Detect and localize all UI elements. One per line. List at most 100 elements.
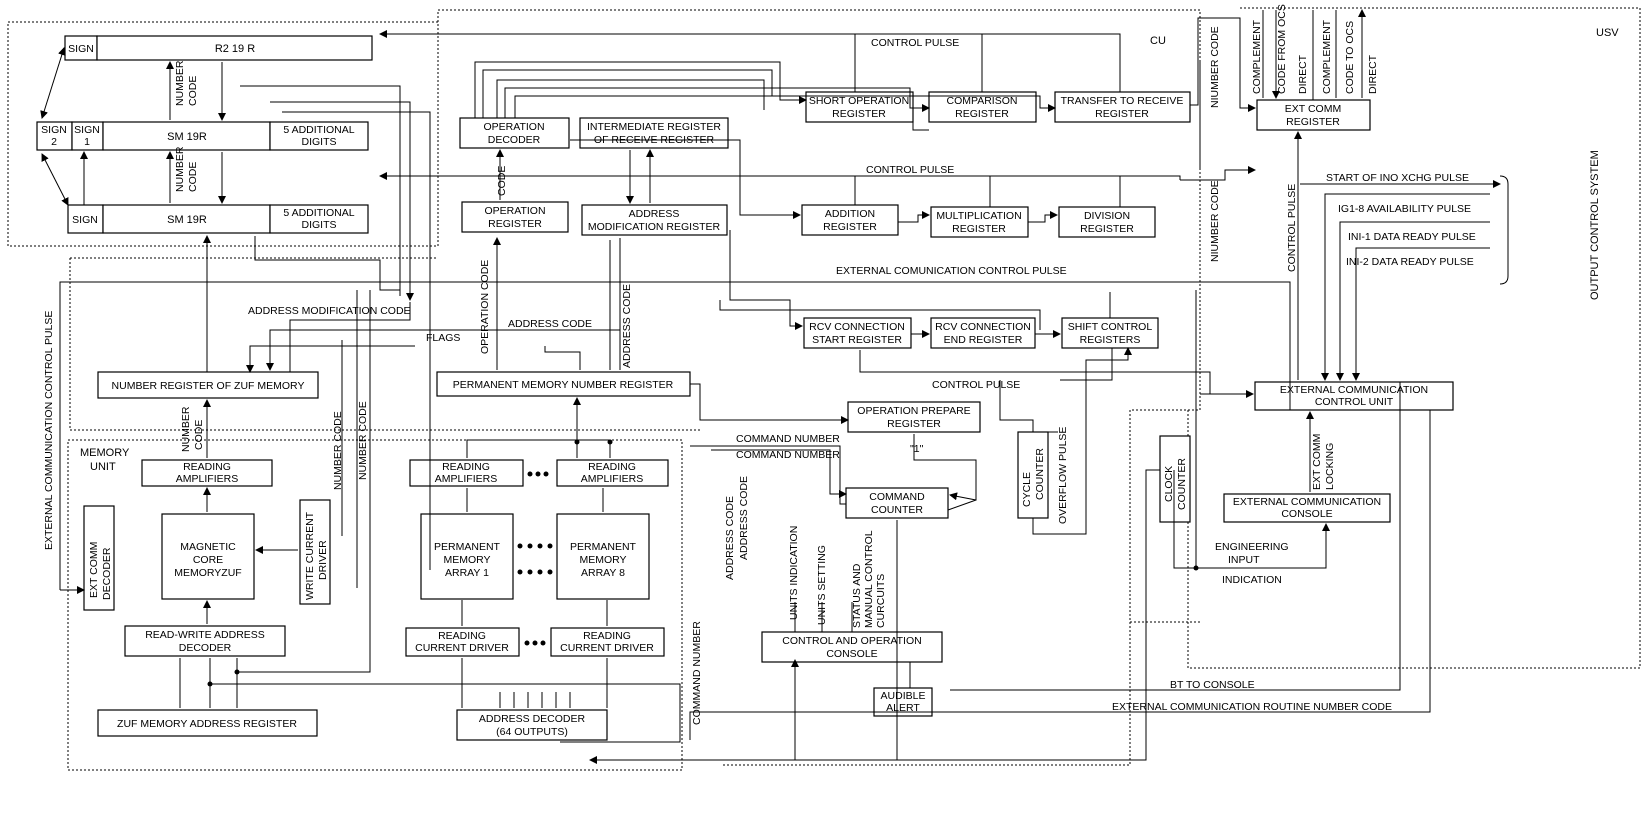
sm1-extra-b: DIGITS bbox=[301, 136, 336, 148]
svg-text:AMPLIFIERS: AMPLIFIERS bbox=[581, 473, 643, 485]
svg-text:REGISTER: REGISTER bbox=[955, 108, 1009, 120]
magnetic-core-memory: MAGNETIC CORE MEMORYZUF bbox=[161, 513, 255, 600]
cu-lower-region bbox=[69, 257, 700, 431]
au-number-code-2b: CODE bbox=[187, 162, 199, 192]
signal-direct-out: DIRECT bbox=[1367, 54, 1379, 94]
sm2-extra-b: DIGITS bbox=[301, 219, 336, 231]
svg-text:ALERT: ALERT bbox=[886, 702, 920, 714]
read-write-address-decoder: READ-WRITE ADDRESS DECODER bbox=[124, 625, 286, 657]
au-register-sm1: SIGN 2 SIGN 1 SM 19R 5 ADDITIONAL DIGITS bbox=[36, 121, 369, 151]
signal-operation-code-v: OPERATION CODE bbox=[479, 260, 491, 354]
signal-control-pulse-low: CONTROL PULSE bbox=[932, 379, 1020, 391]
svg-text:PERMANENT MEMORY NUMBER REGIST: PERMANENT MEMORY NUMBER REGISTER bbox=[453, 379, 674, 391]
signal-command-number-v: COMMAND NUMBER bbox=[691, 621, 703, 725]
svg-text:REGISTER: REGISTER bbox=[488, 218, 542, 230]
signal-flags: FLAGS bbox=[426, 332, 460, 344]
sm1-sign1-a: SIGN bbox=[74, 124, 100, 136]
svg-text:CONSOLE: CONSOLE bbox=[826, 648, 877, 660]
svg-text:REGISTERS: REGISTERS bbox=[1080, 334, 1141, 346]
svg-text:READING: READING bbox=[583, 630, 631, 642]
signal-units-indication: UNITS INDICATION bbox=[788, 526, 800, 620]
svg-text:SHIFT CONTROL: SHIFT CONTROL bbox=[1068, 321, 1153, 333]
au-number-code-1a: NUMBER bbox=[174, 60, 186, 106]
signal-address-code-h: ADDRESS CODE bbox=[508, 318, 592, 330]
svg-text:MEMORY: MEMORY bbox=[579, 554, 626, 566]
intermediate-register: INTERMEDIATE REGISTER OF RECEIVE REGISTE… bbox=[579, 117, 729, 149]
svg-text:REGISTER: REGISTER bbox=[832, 108, 886, 120]
region-label-output-control-system: OUTPUT CONTROL SYSTEM bbox=[1589, 150, 1601, 300]
au-register-sm2: SIGN SM 19R 5 ADDITIONAL DIGITS bbox=[67, 204, 369, 234]
svg-text:SHORT OPERATION: SHORT OPERATION bbox=[809, 95, 909, 107]
svg-text:READ-WRITE ADDRESS: READ-WRITE ADDRESS bbox=[145, 629, 265, 641]
signal-command-number-2: COMMAND NUMBER bbox=[736, 449, 840, 461]
signal-address-modification-code: ADDRESS MODIFICATION CODE bbox=[248, 305, 411, 317]
signal-ini1-ready: INI-1 DATA READY PULSE bbox=[1348, 231, 1476, 243]
svg-text:ARRAY 1: ARRAY 1 bbox=[445, 567, 489, 579]
signal-ext-comm-locking-a: EXT COMM bbox=[1311, 434, 1323, 490]
signal-code-from-ocs: CODE FROM OCS bbox=[1276, 4, 1288, 94]
signal-status-b: MANUAL CONTROL bbox=[863, 530, 875, 628]
svg-text:REGISTER: REGISTER bbox=[887, 418, 941, 430]
svg-text:CONSOLE: CONSOLE bbox=[1281, 508, 1332, 520]
svg-text:END REGISTER: END REGISTER bbox=[944, 334, 1023, 346]
sm1-sign2-b: 2 bbox=[51, 136, 57, 148]
address-modification-register: ADDRESS MODIFICATION REGISTER bbox=[581, 204, 728, 236]
au-number-code-1b: CODE bbox=[187, 76, 199, 106]
svg-text:PERMANENT: PERMANENT bbox=[434, 541, 501, 553]
svg-text:DECODER: DECODER bbox=[101, 547, 113, 600]
short-operation-register: SHORT OPERATION REGISTER bbox=[805, 91, 914, 123]
audible-alert: AUDIBLE ALERT bbox=[873, 687, 933, 717]
svg-text:DIVISION: DIVISION bbox=[1084, 210, 1130, 222]
svg-text:OPERATION: OPERATION bbox=[483, 121, 544, 133]
reading-amplifiers-zuf: READING AMPLIFIERS bbox=[141, 459, 273, 487]
svg-text:RCV CONNECTION: RCV CONNECTION bbox=[935, 321, 1031, 333]
rcv-connection-start-register: RCV CONNECTION START REGISTER bbox=[803, 317, 912, 349]
sm1-sign2-a: SIGN bbox=[41, 124, 67, 136]
svg-text:MULTIPLICATION: MULTIPLICATION bbox=[936, 210, 1021, 222]
svg-text:OPERATION: OPERATION bbox=[484, 205, 545, 217]
reading-current-driver-8: READING CURRENT DRIVER bbox=[550, 627, 665, 657]
signal-niumber-code-2: NIUMBER CODE bbox=[1209, 180, 1221, 262]
operation-register: OPERATION REGISTER bbox=[461, 201, 569, 233]
svg-text:CONTROL AND OPERATION: CONTROL AND OPERATION bbox=[782, 635, 921, 647]
comparison-register: COMPARISON REGISTER bbox=[928, 91, 1037, 123]
signal-ext-comm-routine-number-code: EXTERNAL COMMUNICATION ROUTINE NUMBER CO… bbox=[1112, 701, 1392, 713]
svg-text:DRIVER: DRIVER bbox=[317, 540, 329, 580]
svg-text:START REGISTER: START REGISTER bbox=[812, 334, 902, 346]
signal-number-code-v1: NUMBER CODE bbox=[332, 411, 344, 490]
svg-text:MEMORY: MEMORY bbox=[443, 554, 490, 566]
svg-text:COUNTER: COUNTER bbox=[1176, 458, 1188, 510]
svg-text:COUNTER: COUNTER bbox=[871, 504, 923, 516]
signal-number-code-zuf-b: CODE bbox=[193, 420, 205, 450]
signal-address-code-v3: ADDRESS CODE bbox=[738, 476, 750, 560]
signal-units-setting: UNITS SETTING bbox=[816, 545, 828, 625]
r2-body: R2 19 R bbox=[215, 43, 255, 55]
svg-text:CYCLE: CYCLE bbox=[1021, 472, 1033, 507]
signal-code-v: CODE bbox=[496, 166, 508, 196]
svg-text:READING: READING bbox=[588, 461, 636, 473]
region-label-memory-unit-1: MEMORY bbox=[80, 447, 130, 459]
svg-text:EXT COMM: EXT COMM bbox=[88, 542, 100, 598]
svg-text:CURRENT DRIVER: CURRENT DRIVER bbox=[415, 642, 509, 654]
sm2-sign: SIGN bbox=[72, 214, 98, 226]
svg-text:READING: READING bbox=[183, 461, 231, 473]
svg-text:PERMANENT: PERMANENT bbox=[570, 541, 637, 553]
svg-text:INTERMEDIATE REGISTER: INTERMEDIATE REGISTER bbox=[587, 121, 721, 133]
svg-text:DECODER: DECODER bbox=[179, 642, 232, 654]
svg-text:CLOCK: CLOCK bbox=[1163, 466, 1175, 502]
signal-control-pulse-mid: CONTROL PULSE bbox=[866, 164, 954, 176]
command-counter: COMMAND COUNTER bbox=[845, 487, 949, 519]
signal-control-pulse-usv: CONTROL PULSE bbox=[1286, 184, 1298, 272]
signal-engineering-input-b: INPUT bbox=[1228, 554, 1260, 566]
signal-address-code-v2: ADDRESS CODE bbox=[724, 496, 736, 580]
sm1-sign1-b: 1 bbox=[84, 136, 90, 148]
svg-text:ADDRESS DECODER: ADDRESS DECODER bbox=[479, 713, 586, 725]
svg-text:NUMBER REGISTER OF ZUF MEMORY: NUMBER REGISTER OF ZUF MEMORY bbox=[112, 380, 305, 392]
svg-text:AMPLIFIERS: AMPLIFIERS bbox=[435, 473, 497, 485]
svg-text:REGISTER: REGISTER bbox=[1095, 108, 1149, 120]
reading-amplifiers-1: READING AMPLIFIERS bbox=[409, 459, 524, 487]
svg-text:EXT COMM: EXT COMM bbox=[1285, 103, 1341, 115]
svg-text:AMPLIFIERS: AMPLIFIERS bbox=[176, 473, 238, 485]
signal-overflow-pulse: OVERFLOW PULSE bbox=[1057, 427, 1069, 524]
